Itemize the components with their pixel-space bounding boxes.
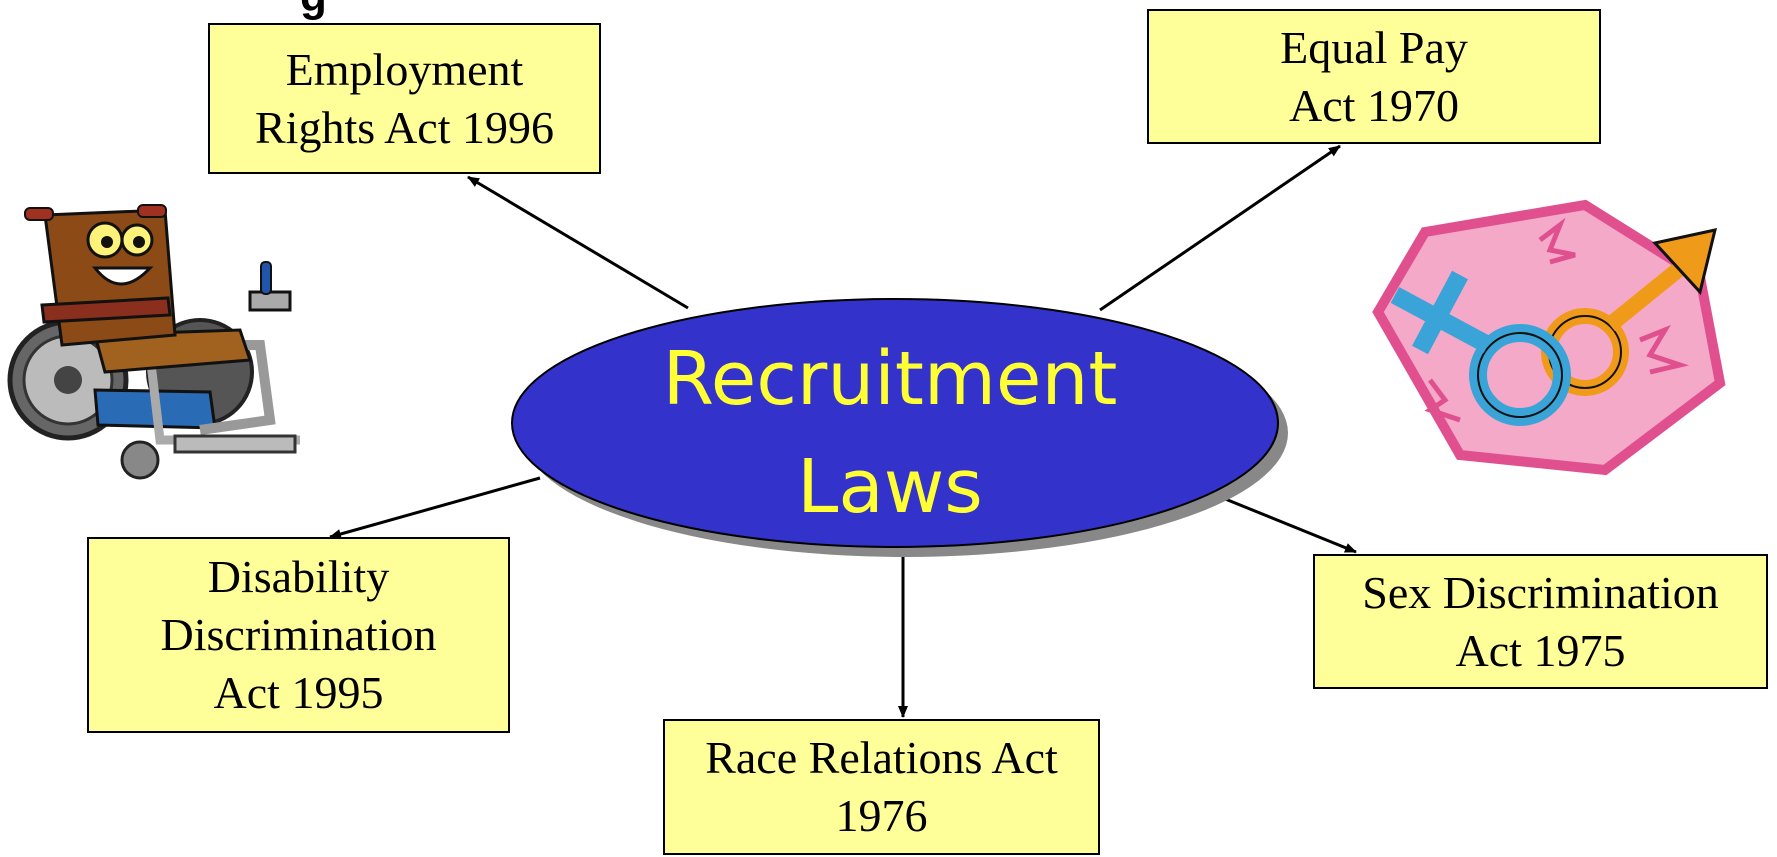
arrow-to-sex: [1207, 490, 1357, 554]
box-race-relations-act: Race Relations Act 1976: [663, 719, 1100, 855]
wheelchair-icon: [7, 204, 300, 480]
box-employment-rights-act: Employment Rights Act 1996: [208, 23, 601, 174]
box-disability-discrimination-act: Disability Discrimination Act 1995: [87, 537, 510, 733]
box-equal-pay-act: Equal Pay Act 1970: [1147, 9, 1601, 144]
center-title-line1: Recruitment: [662, 336, 1118, 422]
box-line: Act 1975: [1455, 624, 1626, 676]
box-line: Sex Discrimination: [1362, 566, 1719, 618]
cropped-heading: g: [300, 0, 327, 22]
box-line: Employment: [285, 43, 524, 95]
box-line: Discrimination: [160, 609, 437, 660]
arrow-to-disability: [329, 476, 541, 539]
box-sex-discrimination-act: Sex Discrimination Act 1975: [1313, 554, 1768, 689]
box-line: Race Relations Act: [705, 732, 1058, 783]
arrow-to-employment: [467, 175, 689, 310]
center-ellipse: [511, 298, 1279, 548]
arrow-to-equal-pay: [1099, 144, 1341, 312]
center-title-line2: Laws: [797, 444, 983, 530]
center-title: Recruitment Laws: [580, 325, 1200, 541]
box-line: Act 1970: [1289, 79, 1459, 131]
box-line: Equal Pay: [1280, 21, 1468, 73]
box-line: Disability: [207, 551, 390, 602]
gender-symbols-icon: [1372, 199, 1726, 476]
box-line: Act 1995: [213, 667, 384, 718]
box-line: Rights Act 1996: [254, 101, 555, 153]
box-line: 1976: [835, 790, 928, 841]
